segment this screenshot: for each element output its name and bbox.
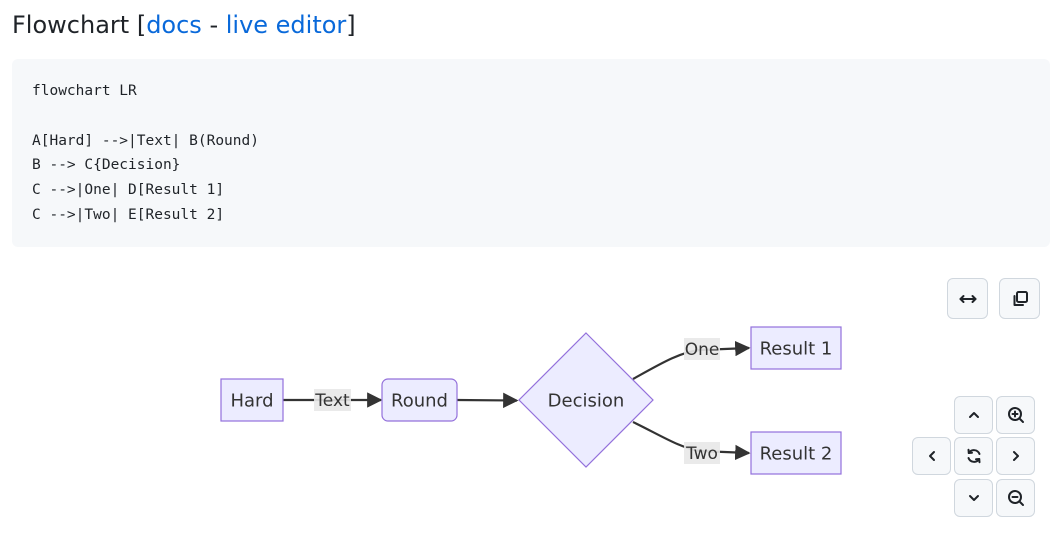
node-decision-label: Decision	[548, 391, 625, 412]
chevron-up-icon	[968, 412, 979, 418]
code-line: A[Hard] -->|Text| B(Round)	[32, 132, 259, 149]
link-separator: -	[201, 11, 226, 39]
node-result-2-label: Result 2	[760, 444, 833, 465]
node-hard: Hard	[220, 378, 284, 422]
zoom-out-icon	[1007, 490, 1024, 506]
zoom-out-button[interactable]	[996, 479, 1035, 517]
edge-label-text-value: Text	[314, 391, 350, 411]
node-result-1-label: Result 1	[760, 339, 833, 360]
page-title: Flowchart [docs - live editor]	[12, 8, 356, 42]
chevron-left-icon	[928, 451, 935, 461]
copy-icon	[1013, 290, 1028, 306]
chevron-down-icon	[968, 495, 979, 501]
code-line: flowchart LR	[32, 83, 137, 99]
pan-up-button[interactable]	[954, 396, 993, 434]
edge-round-decision	[456, 392, 519, 409]
pan-right-button[interactable]	[996, 437, 1035, 475]
reset-view-button[interactable]	[954, 437, 993, 475]
bracket-close: ]	[346, 11, 356, 39]
code-block: flowchart LR A[Hard] -->|Text| B(Round) …	[12, 59, 1050, 247]
expand-horizontal-icon	[959, 294, 976, 303]
pan-left-button[interactable]	[912, 437, 951, 475]
edge-label-one-value: One	[685, 340, 720, 360]
docs-link[interactable]: docs	[146, 11, 202, 39]
edge-label-two-value: Two	[685, 444, 718, 464]
node-round: Round	[381, 378, 458, 422]
zoom-in-icon	[1007, 407, 1024, 423]
edge-label-two: Two	[684, 442, 720, 464]
chevron-right-icon	[1012, 451, 1019, 461]
code-line: C -->|One| D[Result 1]	[32, 182, 225, 199]
node-result-1: Result 1	[750, 326, 842, 370]
expand-button[interactable]	[947, 278, 988, 319]
copy-button[interactable]	[999, 278, 1040, 319]
title-text: Flowchart	[12, 11, 130, 39]
bracket-open: [	[129, 11, 147, 39]
node-hard-label: Hard	[230, 391, 273, 412]
code-line: C -->|Two| E[Result 2]	[32, 206, 225, 223]
reset-icon	[967, 448, 980, 464]
node-result-2: Result 2	[750, 431, 842, 475]
node-decision: Decision	[518, 332, 654, 468]
edge-label-text: Text	[314, 389, 351, 411]
edge-label-one: One	[684, 338, 720, 360]
code-line: B --> C{Decision}	[32, 157, 181, 174]
pan-down-button[interactable]	[954, 479, 993, 517]
node-round-label: Round	[391, 391, 448, 412]
live-editor-link[interactable]: live editor	[225, 11, 347, 39]
zoom-in-button[interactable]	[996, 396, 1035, 434]
